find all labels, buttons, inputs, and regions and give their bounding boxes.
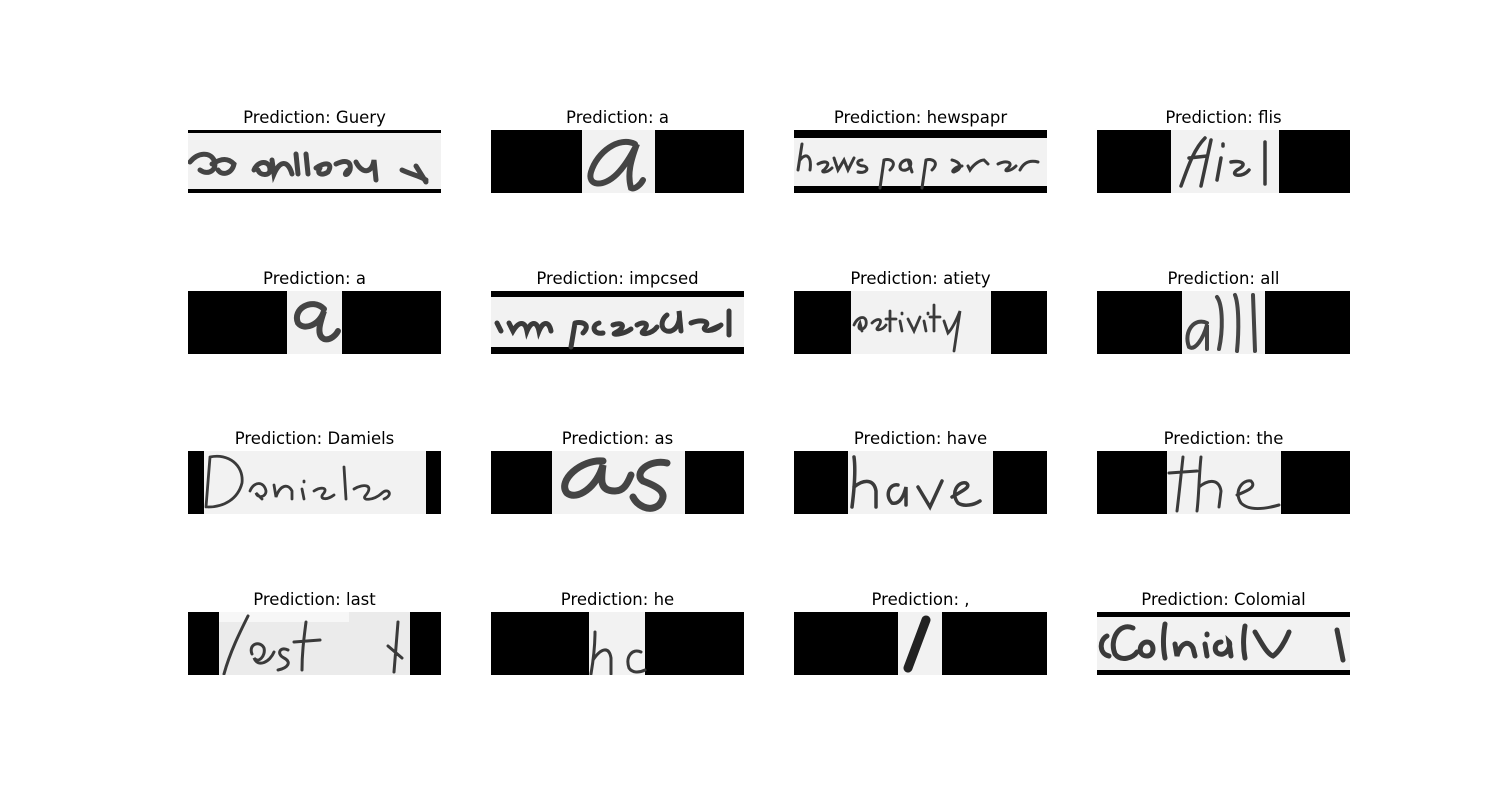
prediction-title: Prediction: atiety xyxy=(850,269,991,288)
handwriting-image xyxy=(1097,612,1350,675)
handwriting-image xyxy=(1097,291,1350,354)
prediction-title: Prediction: , xyxy=(871,590,970,609)
prediction-title: Prediction: Damiels xyxy=(234,429,395,448)
prediction-title: Prediction: have xyxy=(853,429,988,448)
prediction-title: Prediction: Guery xyxy=(243,108,386,127)
prediction-title: Prediction: a xyxy=(263,269,366,288)
handwriting-image xyxy=(491,451,744,514)
prediction-title: Prediction: the xyxy=(1163,429,1284,448)
handwriting-image xyxy=(188,451,441,514)
prediction-title: Prediction: all xyxy=(1167,269,1280,288)
prediction-title: Prediction: Colomial xyxy=(1141,590,1306,609)
prediction-title: Prediction: flis xyxy=(1165,108,1282,127)
prediction-title: Prediction: impcsed xyxy=(536,269,699,288)
handwriting-image xyxy=(1097,130,1350,193)
handwriting-image xyxy=(1097,451,1350,514)
handwriting-image xyxy=(794,291,1047,354)
handwriting-image xyxy=(188,291,441,354)
handwriting-image xyxy=(794,612,1047,675)
prediction-title: Prediction: as xyxy=(561,429,674,448)
handwriting-image xyxy=(491,291,744,354)
prediction-title: Prediction: a xyxy=(566,108,669,127)
handwriting-image xyxy=(188,612,441,675)
handwriting-image xyxy=(491,130,744,193)
prediction-title: Prediction: last xyxy=(253,590,376,609)
handwriting-image xyxy=(188,130,441,193)
prediction-title: Prediction: he xyxy=(560,590,675,609)
prediction-title: Prediction: hewspapr xyxy=(833,108,1008,127)
handwriting-image xyxy=(794,451,1047,514)
handwriting-image xyxy=(491,612,744,675)
handwriting-image xyxy=(794,130,1047,193)
